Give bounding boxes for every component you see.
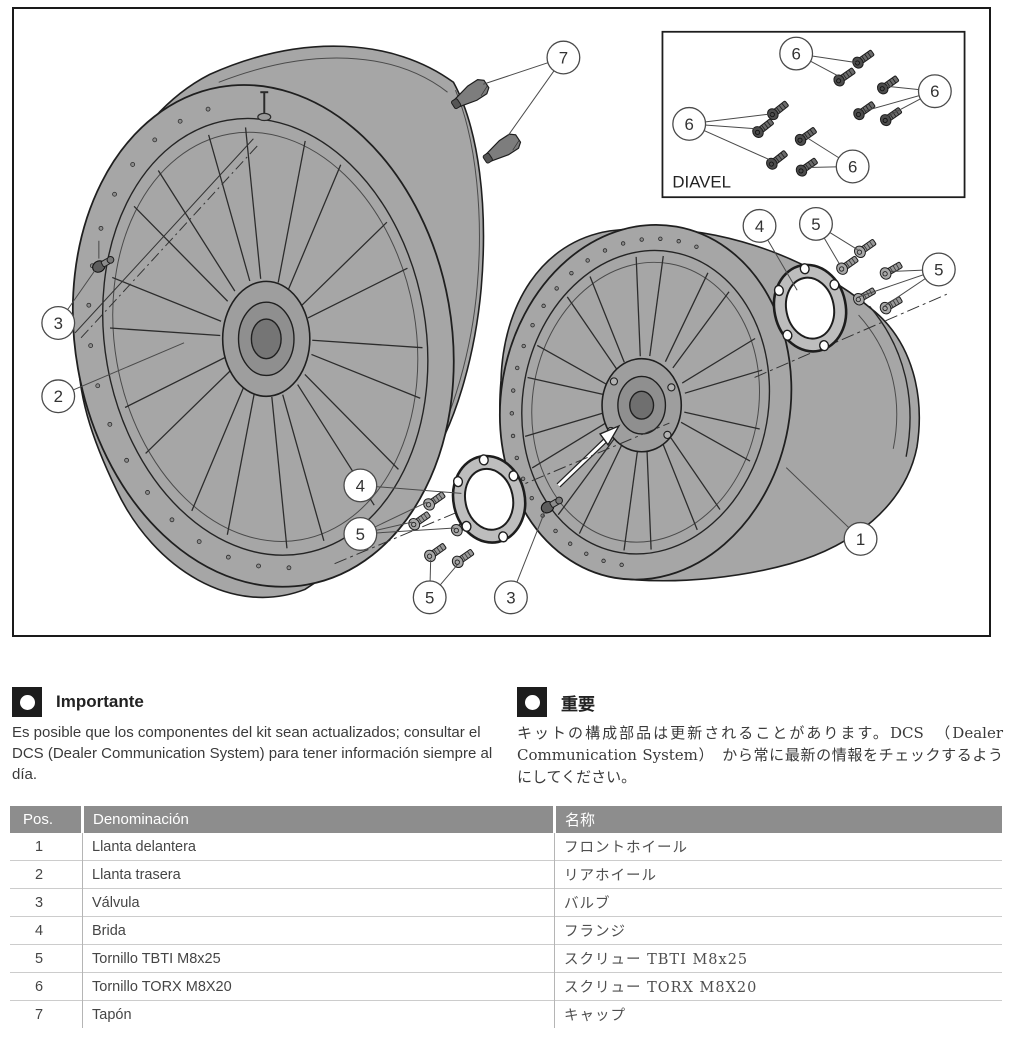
callout-number: 7	[559, 48, 568, 67]
callout-6: 6	[779, 36, 814, 71]
cell-meisho: バルブ	[554, 888, 1002, 917]
callout-number: 1	[856, 530, 865, 549]
note-title-ja: 重要	[561, 694, 595, 714]
centerline-flange	[754, 293, 947, 378]
axis-arrow	[556, 424, 621, 488]
note-important-es: Importante Es posible que los componente…	[12, 686, 500, 785]
cell-denominacion: Válvula	[82, 888, 555, 917]
callout-number: 5	[425, 588, 434, 607]
note-title-es: Importante	[56, 692, 144, 711]
note-important-ja: 重要 キットの構成部品は更新されることがあります。DCS （Dealer Com…	[517, 686, 1003, 788]
cell-meisho: キャップ	[554, 1000, 1002, 1028]
callout-5: 5	[921, 252, 956, 287]
cell-pos: 5	[10, 944, 83, 973]
cell-meisho: フロントホイール	[554, 833, 1002, 861]
valve-stem	[257, 91, 272, 122]
cell-pos: 1	[34, 838, 44, 855]
callout-number: 3	[506, 588, 515, 607]
cell-denominacion: Llanta trasera	[82, 860, 555, 889]
callout-7: 7	[546, 40, 581, 75]
cell-denominacion: Brida	[82, 916, 555, 945]
cell-denominacion: Tapón	[82, 1000, 555, 1028]
cell-meisho: スクリュー TBTI M8x25	[554, 944, 1002, 973]
table-header-row: Pos. Denominación 名称	[10, 806, 1002, 833]
callout-4: 4	[742, 208, 777, 243]
centerline-front	[334, 422, 670, 565]
important-icon	[517, 687, 547, 717]
cell-meisho: スクリュー TORX M8X20	[554, 972, 1002, 1001]
exploded-view-drawing: DIAVEL	[41, 30, 966, 615]
callout-5: 5	[798, 206, 833, 241]
callout-6: 6	[917, 74, 952, 109]
cap-lower	[479, 130, 524, 168]
callout-5: 5	[343, 516, 378, 551]
callout-number: 6	[848, 157, 857, 176]
header-denominacion: Denominación	[81, 806, 555, 833]
callout-3: 3	[493, 580, 528, 615]
cell-meisho: フランジ	[554, 916, 1002, 945]
cell-denominacion: Tornillo TBTI M8x25	[82, 944, 555, 973]
callout-number: 2	[54, 387, 63, 406]
cell-pos: 4	[10, 916, 83, 945]
callout-number: 5	[356, 525, 365, 544]
parts-diagram-frame: DIAVEL	[12, 7, 991, 637]
rear-wheel-illustration	[71, 45, 485, 599]
note-body-ja: キットの構成部品は更新されることがあります。DCS （Dealer Commun…	[517, 724, 1003, 786]
callout-number: 5	[934, 260, 943, 279]
callout-number: 6	[791, 45, 800, 64]
cell-denominacion: Llanta delantera	[82, 833, 555, 861]
callout-3: 3	[41, 306, 76, 340]
cell-pos: 7	[10, 1000, 83, 1028]
callout-number: 4	[356, 476, 365, 495]
diavel-inset-box: DIAVEL	[661, 30, 966, 199]
callout-number: 4	[755, 217, 764, 236]
callout-1: 1	[843, 521, 878, 556]
callout-6: 6	[672, 106, 707, 141]
header-pos: Pos.	[10, 806, 83, 833]
callout-2: 2	[41, 379, 76, 414]
cell-pos: 6	[10, 972, 83, 1001]
cell-meisho: リアホイール	[554, 860, 1002, 889]
cell-denominacion: Tornillo TORX M8X20	[82, 972, 555, 1001]
header-meisho: 名称	[553, 806, 1002, 833]
callout-number: 6	[930, 82, 939, 101]
cell-pos: 3	[10, 888, 83, 917]
callout-number: 5	[811, 215, 820, 234]
callout-4: 4	[343, 468, 378, 503]
cell-pos: 2	[10, 860, 83, 889]
callout-number: 3	[54, 314, 63, 333]
callout-6: 6	[835, 149, 870, 184]
note-body-es: Es posible que los componentes del kit s…	[12, 724, 493, 783]
callout-5: 5	[412, 580, 447, 615]
important-icon	[12, 687, 42, 717]
callout-number: 6	[685, 115, 694, 134]
diavel-label: DIAVEL	[672, 172, 731, 191]
